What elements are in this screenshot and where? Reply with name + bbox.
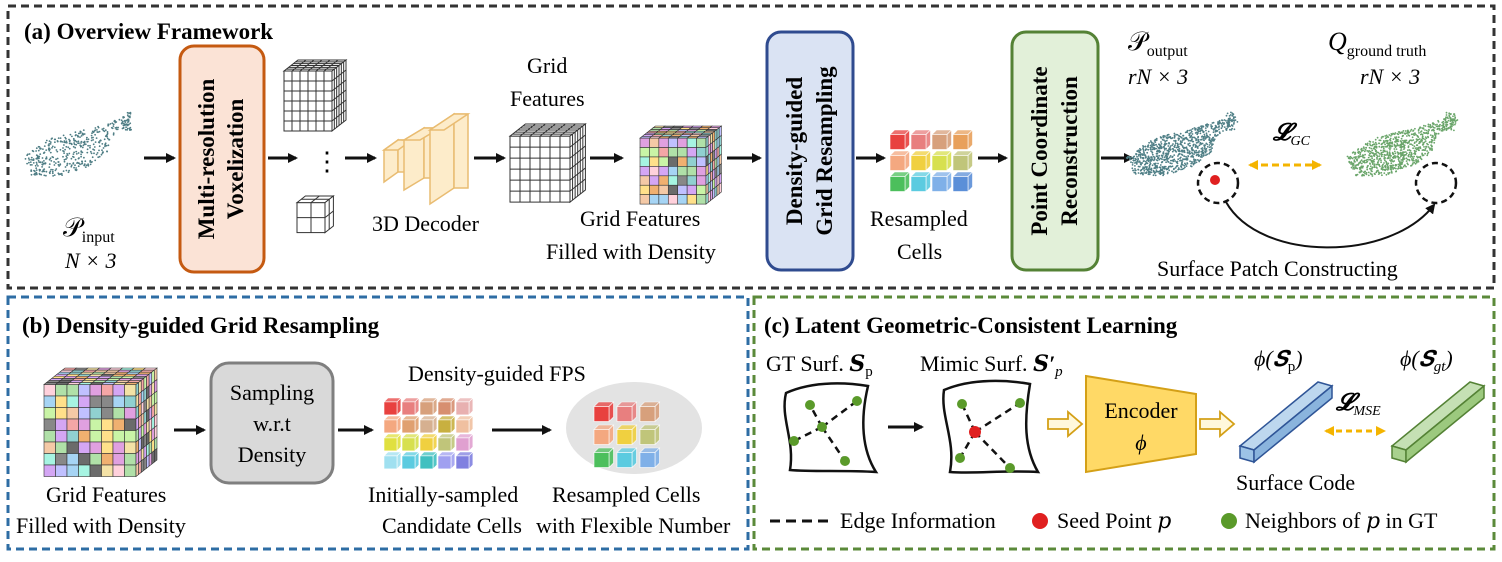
sampling-label-2: w.r.t (253, 411, 291, 436)
grid-density-label-2: Filled with Density (546, 239, 716, 264)
p-input-dim: N × 3 (64, 248, 117, 273)
surface-code-bar-gt (1390, 381, 1486, 464)
gt-surface-patch (783, 382, 879, 474)
initial-label-2: Candidate Cells (382, 513, 522, 538)
fine-voxel-grid (282, 58, 348, 133)
encoder-phi: ϕ (1135, 430, 1146, 455)
mimic-surface-patch (942, 379, 1041, 474)
reconstruction-label-2: Reconstruction (1057, 76, 1082, 226)
q-gt-dim: rN × 3 (1360, 64, 1420, 89)
mimic-surf-label: Mimic Surf. 𝑺′p (920, 351, 1063, 380)
encoder-label: Encoder (1104, 398, 1178, 423)
legend-seed-swatch (1032, 513, 1048, 529)
gt-point-cloud (1346, 111, 1459, 177)
density-filled-cube (639, 125, 723, 205)
sampling-box (209, 361, 335, 485)
resampled-label: Resampled (870, 206, 968, 231)
voxelization-label: Multi-resolution (194, 79, 219, 240)
ellipsis: ⋮ (314, 147, 340, 176)
q-gt-label: Qground truth (1328, 27, 1426, 60)
panel-b-title: (b) Density-guided Grid Resampling (22, 313, 380, 338)
voxelization-box (178, 44, 266, 274)
encoder-shape (1085, 374, 1197, 474)
hollow-arrow (1047, 410, 1084, 438)
grid-features-label: Grid (527, 53, 567, 78)
panel-b-border (6, 295, 750, 551)
panel-a-title: (a) Overview Framework (24, 19, 273, 44)
resampling-label-2: Grid Resampling (812, 66, 837, 236)
initial-candidate-cells (383, 397, 474, 470)
grid-density-b-label: Grid Features (46, 482, 166, 507)
density-filled-cube-b (43, 367, 158, 478)
legend-edge-label: Edge Information (840, 508, 996, 533)
resampled-label-2: Cells (897, 239, 942, 264)
resampled-b-label: Resampled Cells (552, 482, 700, 507)
phi-sp-label: ϕ(𝑺p) (1254, 346, 1303, 375)
surface-code-bar-pred (1238, 381, 1334, 464)
p-output-dim: rN × 3 (1128, 64, 1188, 89)
grid-features-label-2: Features (510, 86, 585, 111)
p-output-label: 𝒫output (1128, 27, 1188, 60)
panel-c-border (752, 295, 1496, 551)
legend-neighbor-label: Neighbors of 𝑝 in GT (1245, 508, 1438, 533)
patch-circle-gt (1414, 161, 1458, 205)
reconstruction-label: Point Coordinate (1027, 66, 1052, 235)
patch-arc (1225, 201, 1436, 249)
p-input-label: 𝒫input (63, 213, 115, 246)
input-point-cloud (24, 111, 133, 177)
reconstruction-box (1010, 30, 1100, 272)
voxelization-label-2: Voxelization (223, 99, 248, 220)
gt-surf-label: GT Surf. 𝑺p (766, 351, 873, 380)
resampling-label: Density-guided (782, 77, 807, 225)
phi-sgt-label: ϕ(𝑺gt) (1400, 346, 1453, 375)
grid-density-b-label-2: Filled with Density (16, 513, 186, 538)
panel-c-title: (c) Latent Geometric-Consistent Learning (764, 313, 1178, 338)
legend-seed-label: Seed Point 𝑝 (1057, 508, 1171, 533)
sampling-label: Sampling (230, 380, 314, 405)
surface-code-label: Surface Code (1236, 470, 1355, 495)
hollow-arrow (1199, 410, 1236, 438)
grid-features-cube (508, 122, 587, 204)
sampling-label-3: Density (238, 442, 306, 467)
decoder-icon (381, 112, 471, 206)
fps-label: Density-guided FPS (408, 361, 586, 386)
resampled-cells (889, 129, 974, 193)
decoder-label: 3D Decoder (372, 211, 480, 236)
seed-point (1210, 175, 1220, 185)
loss-mse-label: 𝓛MSE (1335, 390, 1381, 419)
resampled-cells-b (593, 401, 661, 469)
panel-a-border (6, 4, 1496, 290)
output-point-cloud (1125, 111, 1239, 177)
grid-density-label: Grid Features (580, 206, 700, 231)
initial-label: Initially-sampled (368, 482, 518, 507)
patch-circle-output (1196, 161, 1240, 205)
loss-gc-label: 𝓛GC (1272, 120, 1311, 149)
surface-patch-label: Surface Patch Constructing (1157, 256, 1398, 281)
legend-neighbor-swatch (1221, 513, 1237, 529)
coarse-voxel-grid (295, 194, 335, 234)
resampling-box (765, 30, 855, 272)
resampled-b-label-2: with Flexible Number (536, 513, 731, 538)
